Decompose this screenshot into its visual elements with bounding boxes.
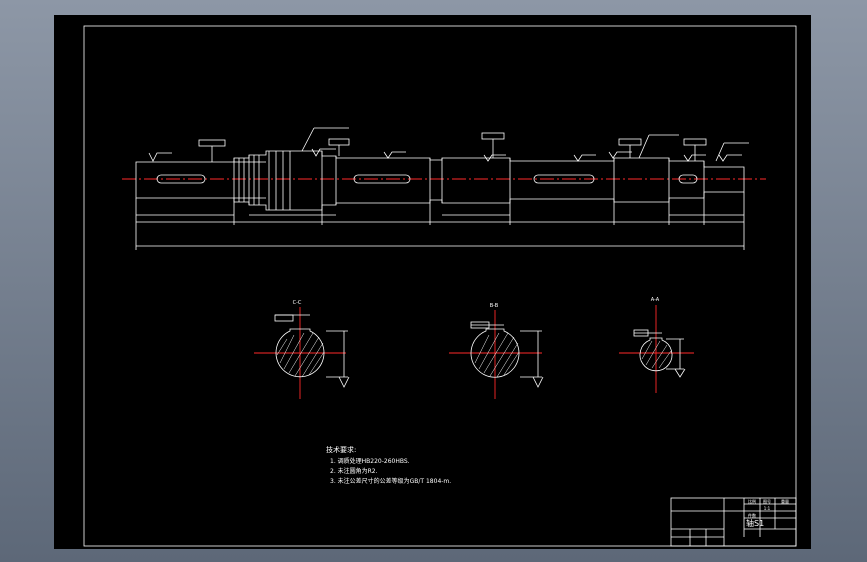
keyway [156,174,206,184]
section-c-c: C-C [254,300,350,399]
keyway [678,174,698,184]
tech-req-line: 2. 未注圆角为R2. [330,467,378,475]
tech-req-title: 技术要求: [326,445,356,454]
tolerance-frames [198,127,749,162]
tech-req-line: 1. 调质处理HB220-260HBS. [330,457,410,465]
roughness-marks [148,148,742,162]
title-block-header: 件数 [748,512,756,518]
title-block: 比例 图号 重量 件数 1:1 轴S1 [670,497,797,547]
shaft-outline-top [135,150,745,179]
title-block-part-name: 轴S1 [746,518,764,528]
section-label-a: A-A [651,297,660,303]
title-block-header: 图号 [763,498,771,504]
section-a-a: A-A [619,297,694,393]
section-b-b: B-B [449,303,544,399]
title-block-scale: 1:1 [764,506,771,511]
title-block-header: 比例 [748,498,756,504]
section-label-b: B-B [490,303,499,309]
shaft-drawing: C-C B-B [83,25,797,547]
tech-requirements: 技术要求: 1. 调质处理HB220-260HBS. 2. 未注圆角为R2. 3… [326,445,451,485]
drawing-border [83,25,797,547]
dimensions [135,192,745,250]
keyway [353,174,411,184]
title-block-header: 重量 [781,498,789,504]
cad-drawing-viewport[interactable]: C-C B-B [54,15,811,549]
spline-section [234,151,291,210]
keyway [533,174,595,184]
shaft-main-view [122,127,766,250]
section-label-c: C-C [293,300,302,306]
tech-req-line: 3. 未注公差尺寸的公差等级为GB/T 1804-m. [330,477,451,485]
shaft-outline-bottom [135,179,745,211]
